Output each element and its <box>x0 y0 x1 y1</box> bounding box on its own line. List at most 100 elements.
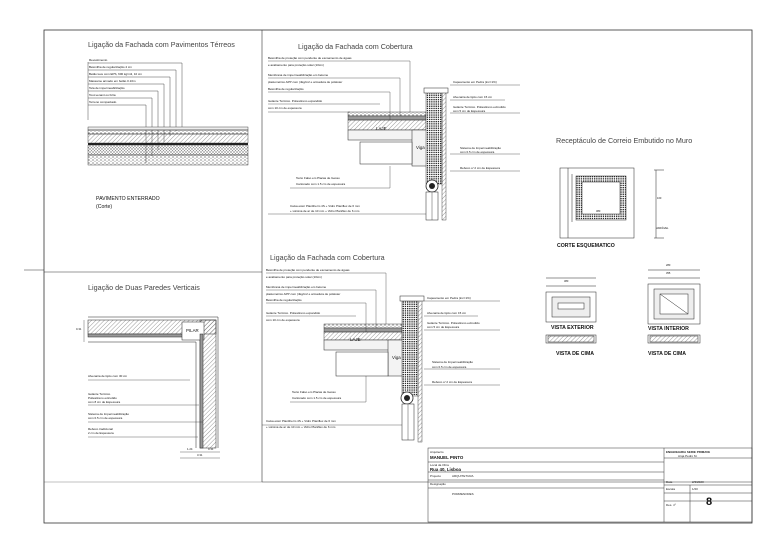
cobertura-1-label: com 0.5 cm de espessura <box>460 150 495 154</box>
local-label: Local da Obra <box>430 463 449 467</box>
cobertura-1-label: Isolante Térmico. Poliestireno expandido <box>268 99 323 103</box>
cobertura-2-viga: Viga <box>392 355 401 360</box>
correio-dim: 160 <box>657 197 662 200</box>
pavimento-layer: Revestimento <box>89 58 108 62</box>
paredes-dim: 0.31 <box>76 327 82 331</box>
pavimento-layer: Massame armado em betão 0.10m <box>89 79 136 83</box>
correio-corte <box>559 167 664 239</box>
cobertura-1-label: Tecto Falso em Placas de Gesso <box>296 176 340 180</box>
correio-dim: 355 <box>666 272 671 275</box>
pavimento-layer: Betonilha de regularização 4 cm <box>89 65 132 69</box>
cobertura-1-label: Cartonado com 1.5 cm de espessura <box>296 182 346 186</box>
cobertura-1-label: Sistema de Impermeabilização <box>460 146 502 150</box>
pavimento-layer: Tout-venant ou brita <box>89 93 116 97</box>
correio-top-caption: VISTA DE CIMA <box>556 351 595 357</box>
correio-vista-interior <box>647 269 701 344</box>
cobertura-2-label: Reboco c/ 2 cm de Espessura <box>432 380 473 384</box>
cobertura-1-label: Reboco c/ 2 cm de Espessura <box>460 166 501 170</box>
cobertura-2-label: Membrana de impermeabilização em betume <box>266 285 327 289</box>
correio-view-caption: VISTA INTERIOR <box>648 326 689 332</box>
projecto-value: ARQUITETURA <box>452 474 474 478</box>
paredes-label: com 8 cm de Espessura <box>88 400 121 404</box>
paredes-label: 2 cm de Espessura <box>88 431 114 435</box>
cobertura-2-label: Tecto Falso em Placas de Gesso <box>292 390 336 394</box>
paredes-dim: 1.24 <box>187 447 193 451</box>
paredes-label: Alvenaria de tijolo com 30 cm <box>88 374 128 378</box>
des-label: Des. nº <box>666 503 676 507</box>
paredes-label: com 0.5 cm de espessura <box>88 416 123 420</box>
paredes-dim: 3.31 <box>197 453 203 457</box>
correio-view-caption: VISTA EXTERIOR <box>551 325 594 331</box>
pavimento-layer: Tela de impermeabilização <box>89 86 125 90</box>
cobertura-1-section <box>347 87 449 221</box>
cobertura-1-label: Betonilha de regularização <box>268 87 304 91</box>
designacao-label: Designação <box>430 482 446 486</box>
title-cobertura-1: Ligação da Fachada com Cobertura <box>298 42 413 51</box>
paredes-label: Isolante Térmico. <box>88 392 111 396</box>
paredes-leaders <box>83 320 220 459</box>
cobertura-1-label: com 5 cm de Espessura <box>453 109 486 113</box>
projecto-label: Projecto <box>430 474 442 478</box>
cobertura-1-label: Alvenaria de tijolo com 15 cm <box>453 95 493 99</box>
paredes-dim: 0.31 <box>208 447 214 451</box>
cobertura-2-label: com 0.5 cm de espessura <box>432 365 467 369</box>
paredes-label: Reboco tradicional <box>88 427 113 431</box>
local-value: Rua 40, Lisboa <box>430 467 461 472</box>
arquitecto-label: Arquitecto <box>430 450 444 454</box>
cobertura-2-label: Caixa estor Planitherm 4S + Vidro Planif… <box>266 419 336 423</box>
cobertura-2-label: + Lâmina de ar de 10 mm + Vidro Planifle… <box>266 425 336 429</box>
cobertura-2-label: Cartonado com 1.5 cm de espessura <box>292 396 342 400</box>
cobertura-2-label: com 5 cm de Espessura <box>427 325 460 329</box>
cobertura-1-label: e acabamento para proteção solar (10cm) <box>268 63 324 67</box>
cobertura-2-label: Isolante Térmico. Poliestireno expandido <box>266 311 321 315</box>
cobertura-2-laje: LAJE <box>350 337 361 342</box>
cobertura-1-leaders <box>268 60 520 215</box>
paredes-label: Poliestireno extrudido <box>88 396 117 400</box>
title-pavimentos: Ligação da Fachada com Pavimentos Térreo… <box>88 40 235 49</box>
paredes-label: Sistema de Impermeabilização <box>88 412 130 416</box>
cobertura-1-label: com 10 cm de espessura <box>268 106 302 110</box>
cobertura-1-label: Capeamento em Pedra (inc=1%) <box>453 80 497 84</box>
cobertura-2-label: Capeamento em Pedra (inc=1%) <box>427 296 471 300</box>
title-block-grid <box>427 447 753 523</box>
cobertura-2-label: Sistema de Impermeabilização <box>432 360 474 364</box>
cobertura-2-section <box>323 295 425 443</box>
data-label: Data <box>666 480 673 484</box>
cobertura-2-label: Alvenaria de tijolo com 15 cm <box>427 311 467 315</box>
title-cobertura-2: Ligação da Fachada com Cobertura <box>270 253 385 262</box>
correio-vista-exterior <box>545 277 597 344</box>
title-correio: Receptáculo de Correio Embutido no Muro <box>556 136 693 145</box>
cobertura-1-label: Caixa estor Planitherm 4S + Vidro Planif… <box>290 204 360 208</box>
des-value: 8 <box>706 496 713 508</box>
pavimento-caption: PAVIMENTO ENTERRADO <box>96 196 160 202</box>
cobertura-1-laje: LAJE <box>376 126 387 131</box>
escala-label: Escala <box>666 487 676 491</box>
cobertura-1-label: + Lâmina de ar de 10 mm + Vidro Planifle… <box>290 209 360 213</box>
cobertura-1-label: Membrana de impermeabilização em betume <box>268 73 329 77</box>
pavimento-layer: Betão leve com EPS, 600 kg/m3, 10 cm <box>89 72 143 76</box>
cobertura-2-label: plastomérico APP com (4kg/m2 e armadura … <box>266 292 341 296</box>
firm-line-2: Arqa Pedro M. <box>678 454 698 458</box>
correio-note: VARIÁVEL <box>656 227 669 230</box>
cobertura-2-label: e acabamento para proteção solar (10cm) <box>266 275 322 279</box>
cobertura-2-leaders <box>262 272 500 426</box>
pavimento-layer: Terreno compactado <box>89 100 117 104</box>
data-value: 2/3/2023 <box>692 480 704 484</box>
correio-dim: 380 <box>564 280 569 283</box>
cobertura-2-label: com 10 cm de espessura <box>266 318 300 322</box>
cobertura-1-label: Betonilha de proteção com pendente de es… <box>268 56 352 60</box>
cobertura-2-label: Betonilha de proteção com pendente de es… <box>266 268 350 272</box>
cobertura-2-label: Isolante Térmico. Poliestireno extrudido <box>427 321 480 325</box>
paredes-pilar: PILAR <box>186 328 199 333</box>
arquitecto-value: MANUEL PINTO <box>430 455 464 460</box>
escala-value: 1/20 <box>692 487 698 491</box>
firm-line-1: ENGENHARIA SERIE PRIMAVE <box>666 450 711 454</box>
cobertura-1-label: plastomérico APP com (4kg/m2 e armadura … <box>268 80 343 84</box>
cobertura-1-label: Isolante Térmico. Poliestireno extrudido <box>453 105 506 109</box>
correio-corte-caption: CORTE ESQUEMATICO <box>557 243 615 249</box>
title-paredes: Ligação de Duas Paredes Verticais <box>88 283 200 292</box>
paredes-section <box>87 316 219 449</box>
pavimento-subcaption: (Corte) <box>96 204 113 210</box>
